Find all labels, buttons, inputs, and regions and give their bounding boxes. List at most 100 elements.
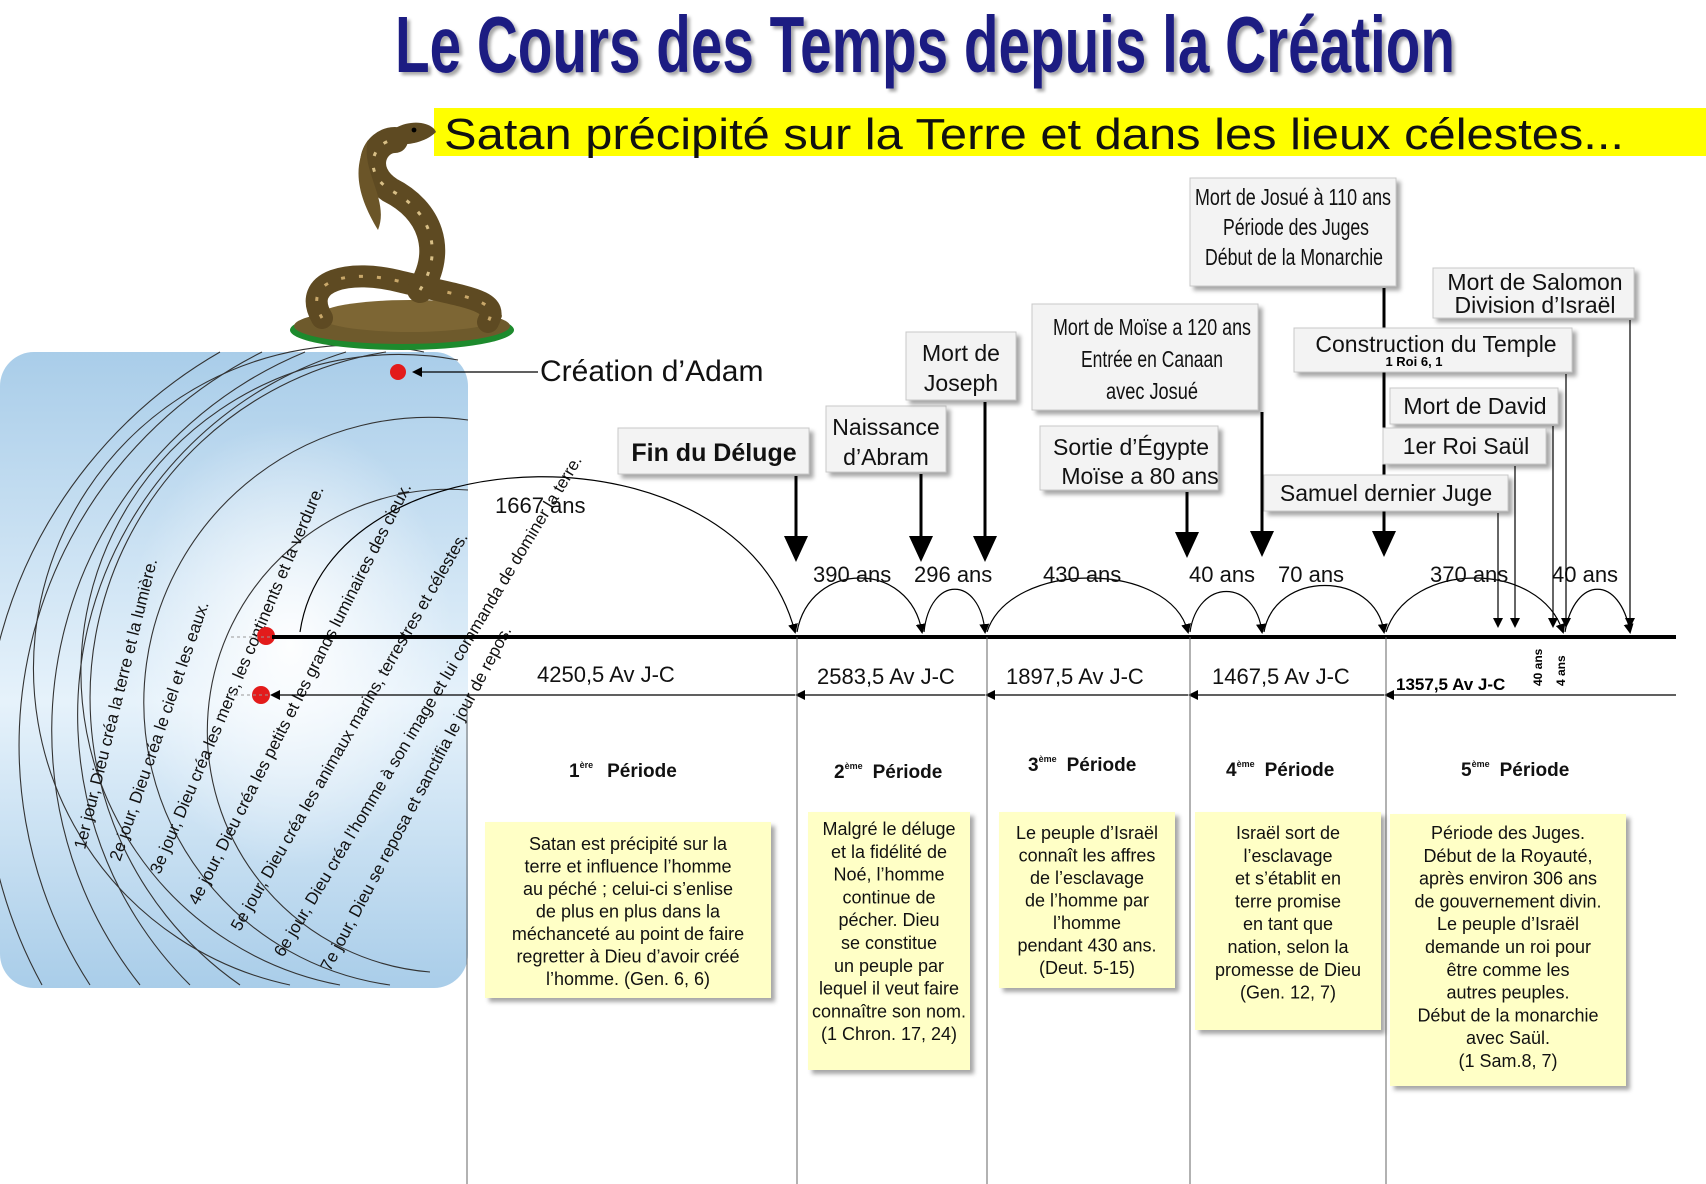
period-4-note-line: en tant que — [1243, 914, 1333, 934]
event-salomon: Mort de Salomon Division d’Israël — [1432, 267, 1635, 628]
period-3-note-line: de l’esclavage — [1030, 868, 1144, 888]
event-moise: Mort de Moïse a 120 ans Entrée en Canaan… — [1031, 303, 1274, 557]
period-2-note: Malgré le déluge et la fidélité de Noé, l’… — [808, 812, 970, 1070]
period-1-note-line: terre et influence l’homme — [524, 857, 731, 877]
date-3: 1897,5 Av J-C — [1006, 664, 1144, 689]
date-4: 1467,5 Av J-C — [1212, 664, 1350, 689]
svg-text:Moïse a 80 ans: Moïse a 80 ans — [1061, 463, 1218, 489]
period-2-note-line: continue de — [842, 887, 935, 907]
svg-text:avec Josué: avec Josué — [1106, 378, 1198, 404]
svg-text:d’Abram: d’Abram — [843, 444, 929, 470]
period-5-note-line: demande un roi pour — [1425, 937, 1591, 957]
period-5-note-line: Début de la Royauté, — [1423, 846, 1592, 866]
period-2-note-line: se constitue — [841, 933, 937, 953]
date-2: 2583,5 Av J-C — [817, 664, 955, 689]
period-5-note-line: avec Saül. — [1466, 1028, 1550, 1048]
svg-text:Joseph: Joseph — [924, 370, 998, 396]
period-5-note-line: après environ 306 ans — [1419, 869, 1597, 889]
svg-text:Division d’Israël: Division d’Israël — [1454, 292, 1615, 318]
period-2-note-line: lequel il veut faire — [819, 979, 959, 999]
span-40-b: 40 ans — [1552, 562, 1618, 587]
span-small-40: 40 ans — [1531, 648, 1545, 686]
period-dividers — [466, 637, 1387, 1184]
event-samuel: Samuel dernier Juge — [1263, 474, 1509, 628]
svg-text:Construction du Temple: Construction du Temple — [1315, 331, 1556, 357]
period-2-note-line: (1 Chron. 17, 24) — [821, 1024, 957, 1044]
event-abram: Naissance d’Abram — [825, 405, 947, 562]
period-4-note-line: terre promise — [1235, 891, 1341, 911]
svg-text:Sortie d’Égypte: Sortie d’Égypte — [1053, 434, 1209, 460]
period-2-note-line: Noé, l’homme — [833, 865, 944, 885]
span-390: 390 ans — [813, 562, 891, 587]
period-3-note-line: (Deut. 5-15) — [1039, 958, 1135, 978]
svg-text:Mort de: Mort de — [922, 340, 1000, 366]
span-430: 430 ans — [1043, 562, 1121, 587]
svg-text:Mort de Josué à 110 ans: Mort de Josué à 110 ans — [1195, 184, 1391, 210]
period-4-note-line: Israël sort de — [1236, 823, 1340, 843]
svg-text:Début de la Monarchie: Début de la Monarchie — [1205, 244, 1383, 270]
period-3-note-line: connaît les affres — [1019, 846, 1156, 866]
period-3-note-line: pendant 430 ans. — [1017, 936, 1156, 956]
period-5-note-line: (1 Sam.8, 7) — [1458, 1051, 1557, 1071]
period-1-note-line: regretter à Dieu d’avoir créé — [516, 947, 739, 967]
subtitle-band — [434, 108, 1706, 156]
event-josue: Mort de Josué à 110 ans Période des Juge… — [1189, 177, 1397, 557]
creation-label: Création d’Adam — [540, 355, 763, 388]
period-1-note-line: de plus en plus dans la — [536, 902, 721, 922]
period-5-note-line: Le peuple d’Israël — [1437, 914, 1579, 934]
period-1-note-line: l’homme. (Gen. 6, 6) — [546, 969, 710, 989]
period-3-note-line: Le peuple d’Israël — [1016, 823, 1158, 843]
period-2-note-line: pécher. Dieu — [838, 910, 939, 930]
period-4-note-line: nation, selon la — [1227, 937, 1349, 957]
span-labels: 1667 ans 390 ans 296 ans 430 ans 40 ans … — [495, 493, 1618, 686]
period-1-note-line: Satan est précipité sur la — [529, 834, 728, 854]
period-5-note-line: Période des Juges. — [1431, 823, 1585, 843]
period-4-note-line: et s’établit en — [1235, 869, 1341, 889]
period-2-note-line: Malgré le déluge — [822, 819, 955, 839]
span-small-4: 4 ans — [1554, 655, 1568, 686]
period-5-note-line: être comme les — [1446, 960, 1569, 980]
svg-text:Fin du Déluge: Fin du Déluge — [631, 439, 796, 467]
page-title: Le Cours des Temps depuis la Création — [395, 0, 1455, 89]
period-3-note-line: de l’homme par — [1025, 891, 1149, 911]
span-40-a: 40 ans — [1189, 562, 1255, 587]
span-370: 370 ans — [1430, 562, 1508, 587]
svg-text:Mort de Moïse a 120 ans: Mort de Moïse a 120 ans — [1053, 314, 1251, 340]
event-temple: Construction du Temple 1 Roi 6, 1 — [1293, 327, 1573, 628]
period-2-note-line: connaître son nom. — [812, 1001, 966, 1021]
subtitle: Satan précipité sur la Terre et dans les… — [444, 110, 1624, 159]
period-5-note-line: autres peuples. — [1446, 983, 1569, 1003]
span-1667: 1667 ans — [495, 493, 586, 518]
svg-text:Mort de Salomon: Mort de Salomon — [1447, 269, 1622, 295]
snake-icon — [290, 122, 514, 350]
event-david: Mort de David — [1389, 387, 1559, 628]
event-deluge: Fin du Déluge — [617, 427, 810, 562]
svg-text:Entrée en Canaan: Entrée en Canaan — [1081, 346, 1223, 372]
date-labels: 4250,5 Av J-C 2583,5 Av J-C 1897,5 Av J-… — [537, 662, 1505, 694]
span-296: 296 ans — [914, 562, 992, 587]
date-5: 1357,5 Av J-C — [1396, 675, 1505, 694]
event-joseph: Mort de Joseph — [905, 331, 1017, 562]
svg-text:Mort de David: Mort de David — [1403, 393, 1546, 419]
creation-dot — [390, 364, 406, 380]
timeline-dot-upper — [257, 627, 275, 645]
day-arcs — [0, 344, 469, 986]
period-5-note: Période des Juges. Début de la Royauté, ap… — [1390, 814, 1626, 1086]
date-1: 4250,5 Av J-C — [537, 662, 675, 687]
svg-text:Naissance: Naissance — [832, 414, 939, 440]
creation-panel: 1er jour, Dieu créa la terre et la lumiè… — [0, 344, 586, 988]
event-saul: 1er Roi Saül — [1382, 427, 1547, 628]
svg-text:Samuel dernier Juge: Samuel dernier Juge — [1280, 480, 1492, 506]
period-2-note-line: un peuple par — [834, 956, 944, 976]
period-2-note-line: et la fidélité de — [831, 842, 947, 862]
period-1-note: Satan est précipité sur la terre et influ… — [485, 822, 771, 998]
svg-text:1 Roi 6, 1: 1 Roi 6, 1 — [1385, 354, 1442, 369]
